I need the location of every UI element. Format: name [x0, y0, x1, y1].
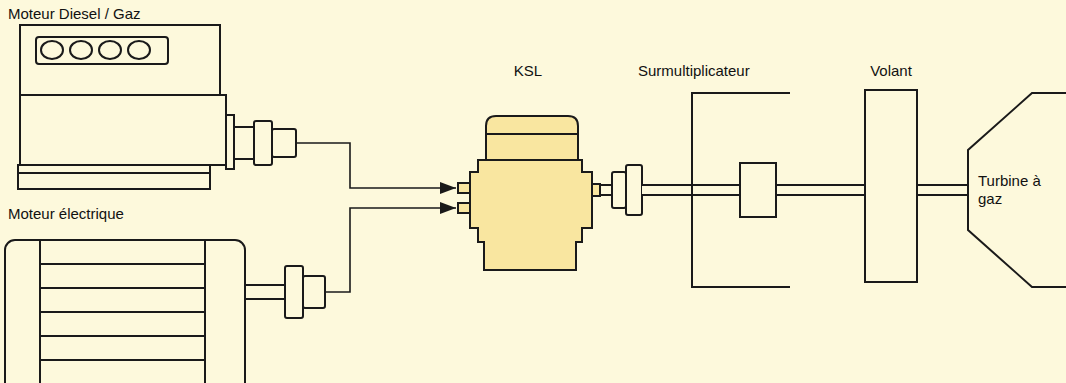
ksl-label: KSL — [514, 62, 542, 80]
cooling-fin — [40, 359, 205, 361]
motor-shaft — [245, 285, 285, 299]
flywheel-node: Volant — [858, 58, 924, 286]
coupling-half — [612, 172, 626, 208]
cooling-fin — [40, 287, 205, 289]
flywheel-label: Volant — [870, 62, 912, 80]
cylinder — [41, 41, 63, 59]
cylinder-head — [36, 37, 168, 64]
motor-node: Moteur électrique — [5, 203, 325, 383]
shaft-outline — [790, 184, 858, 196]
engine-label: Moteur Diesel / Gaz — [8, 5, 141, 23]
electric-motor — [5, 240, 325, 383]
shaft-coupling — [612, 165, 642, 215]
connector-line — [325, 208, 456, 292]
engine-seam — [20, 94, 220, 96]
flywheel — [865, 90, 917, 282]
cover-seam — [486, 133, 578, 135]
cylinder — [128, 41, 150, 59]
drive-line — [296, 143, 456, 188]
coupling-half — [303, 276, 325, 308]
engine-flange — [226, 115, 234, 169]
shaft-connector — [924, 190, 968, 191]
cylinder — [99, 41, 121, 59]
ksl-unit — [458, 116, 600, 270]
shaft-fill — [790, 186, 858, 194]
ksl-body — [470, 160, 592, 270]
shaft-connector — [790, 190, 858, 191]
engine-hub — [234, 127, 254, 159]
drive-line — [325, 208, 456, 292]
input-stub — [458, 203, 470, 213]
base-seam — [18, 172, 210, 174]
cooling-fin — [40, 311, 205, 313]
engine-base — [18, 165, 210, 189]
cooling-fin — [40, 335, 205, 337]
turbine-node: Turbine à gaz — [968, 93, 1066, 287]
engine-body — [20, 25, 226, 165]
input-stub — [458, 183, 470, 193]
gearbox — [692, 93, 790, 287]
ksl-node: KSL — [456, 58, 600, 272]
shaft-outline — [924, 184, 968, 196]
coupling-half — [272, 129, 296, 157]
coupling-half — [285, 266, 303, 318]
cylinder — [70, 41, 92, 59]
engine-node: Moteur Diesel / Gaz — [8, 3, 296, 195]
gas-turbine — [968, 93, 1066, 287]
motor-label: Moteur électrique — [8, 205, 124, 223]
gearbox-label: Surmultiplicateur — [638, 62, 750, 80]
ksl-cover — [486, 116, 578, 160]
gearbox-node: Surmultiplicateur — [635, 58, 790, 290]
gear-stage — [740, 163, 776, 217]
connector-line — [296, 143, 456, 188]
motor-body — [5, 240, 245, 383]
cooling-fin — [40, 263, 205, 265]
gearbox-housing — [692, 93, 790, 287]
turbine-label: Turbine à gaz — [978, 172, 1042, 208]
coupling-half — [626, 165, 642, 215]
shaft-fill — [924, 186, 968, 194]
diesel-engine — [18, 25, 296, 189]
coupling-half — [254, 121, 272, 165]
